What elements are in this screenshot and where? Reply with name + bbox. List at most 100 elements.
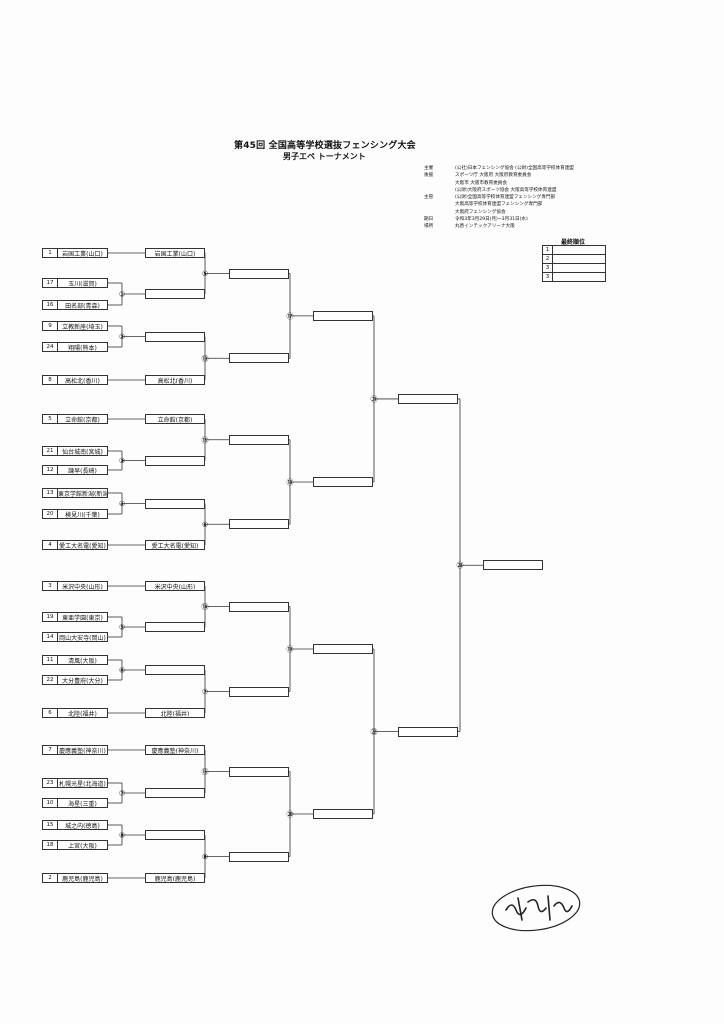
- round1-winner-box: [145, 830, 205, 840]
- seed-number: 23: [43, 779, 58, 787]
- handwritten-signature: [491, 884, 581, 932]
- seed-box: 24 翔陽(熊本): [42, 342, 108, 352]
- round1-winner-box: [145, 289, 205, 299]
- school-name: 海星(三重): [68, 800, 97, 808]
- round2-winner-box: [229, 353, 289, 364]
- school-name: 北陸(福井): [68, 710, 97, 718]
- seed-number: 24: [43, 343, 58, 351]
- seed-box: 21 仙台城南(宮城): [42, 446, 108, 456]
- info-row: 後援スポーツ庁 大阪府 大阪府教育委員会: [424, 172, 574, 179]
- school-name: 慶應義塾(神奈川): [59, 747, 106, 755]
- seed-number: 1: [43, 249, 58, 257]
- round2-winner-box: [229, 686, 289, 697]
- ranking-row: 3: [542, 272, 606, 282]
- round1-winner-box: [145, 498, 205, 509]
- round1-bye-box: 高松北(香川): [145, 375, 205, 385]
- round2-winner-box: [229, 766, 289, 777]
- school-name: 城之内(徳島): [65, 822, 100, 830]
- seed-number: 12: [43, 466, 58, 474]
- match-number: ④: [119, 500, 125, 508]
- school-name: 立教新座(埼玉): [62, 323, 103, 331]
- match-number: ⑦: [119, 790, 125, 798]
- round3-winner-box: [313, 644, 373, 654]
- school-name: 鹿児島(鹿児島): [62, 875, 103, 883]
- match-number: ㉒: [371, 728, 378, 736]
- seed-number: 14: [43, 633, 58, 641]
- school-name: 清風(大阪): [68, 657, 97, 665]
- match-number: ⑥: [202, 521, 208, 529]
- round1-winner-box: [145, 455, 205, 466]
- final-ranking-table: 1 2 3 3: [542, 245, 606, 282]
- round2-winner-box: [229, 601, 289, 612]
- round2-winner-box: [229, 434, 289, 445]
- round1-winner-box: [145, 788, 205, 798]
- seed-number: 20: [43, 510, 58, 518]
- seed-box: 12 諫早(長崎): [42, 465, 108, 475]
- round1-bye-box: 立命館(京都): [145, 414, 205, 424]
- info-row: 場所 丸善インテックアリーナ大阪: [424, 223, 574, 230]
- seed-box: 5 立命館(京都): [42, 414, 108, 424]
- seed-box: 20 検見川(千葉): [42, 509, 108, 519]
- seed-box: 22 大分豊府(大分): [42, 675, 108, 685]
- info-key: 後援: [424, 173, 434, 179]
- info-value: 丸善インテックアリーナ大阪: [455, 224, 515, 230]
- seed-number: 15: [43, 821, 58, 829]
- info-value: (公財)大阪府スポーツ協会 大阪高等学校体育連盟: [455, 187, 557, 193]
- round1-bye-box: 鹿児島(鹿児島): [145, 873, 205, 883]
- school-name: 高松北(香川): [65, 377, 100, 385]
- seed-number: 22: [43, 676, 58, 684]
- tournament-title: 第45回 全国高等学校選抜フェンシング大会: [234, 141, 416, 151]
- school-name: 立命館(京都): [65, 416, 100, 424]
- school-name: 米沢中央(山形): [62, 583, 103, 591]
- seed-number: 7: [43, 746, 58, 754]
- seed-box: 15 城之内(徳島): [42, 820, 108, 830]
- round2-winner-box: [229, 851, 289, 862]
- info-row: 大阪府フェンシング協会: [424, 209, 574, 216]
- match-number: ⑱: [287, 479, 294, 487]
- school-name: 東京学館新潟(新潟): [58, 490, 107, 498]
- info-key: 場所: [424, 224, 434, 230]
- seed-number: 9: [43, 322, 58, 330]
- match-number: ⑬: [202, 355, 209, 363]
- seed-number: 19: [43, 613, 58, 621]
- seed-number: 21: [43, 447, 58, 455]
- final-ranking-title: 最終順位: [560, 239, 585, 246]
- info-value: (公社)日本フェンシング協会 (公財)全国高等学校体育連盟: [455, 166, 574, 171]
- champion-box: [483, 560, 543, 571]
- school-name: 諫早(長崎): [68, 467, 97, 475]
- seed-number: 4: [43, 541, 58, 549]
- info-key: 期日: [424, 217, 434, 223]
- round3-winner-box: [313, 310, 373, 321]
- match-number: ⑰: [287, 312, 294, 320]
- info-value: (公財)全国高等学校体育連盟フェンシング専門部: [455, 195, 556, 201]
- school-name: 仙台城南(宮城): [62, 448, 103, 456]
- match-number: ⑥: [119, 667, 125, 675]
- round1-bye-box: 北陸(福井): [145, 708, 205, 718]
- seed-number: 18: [43, 841, 58, 849]
- school-name: 大分豊府(大分): [62, 677, 103, 685]
- seed-number: 10: [43, 799, 58, 807]
- school-name: 翔陽(熊本): [68, 344, 97, 352]
- info-value: 令和3年3月29日(月)~3月31日(水): [455, 217, 528, 223]
- match-number: ⑧: [202, 853, 208, 861]
- seed-number: 5: [43, 415, 58, 423]
- info-row: 期日 令和3年3月29日(月)~3月31日(水): [424, 216, 574, 223]
- match-number: ⑳: [287, 811, 294, 819]
- match-number: ②: [119, 333, 125, 341]
- school-name: 上宮(大阪): [68, 842, 97, 850]
- school-name: 検見川(千葉): [65, 511, 100, 519]
- seed-box: 9 立教新座(埼玉): [42, 321, 108, 331]
